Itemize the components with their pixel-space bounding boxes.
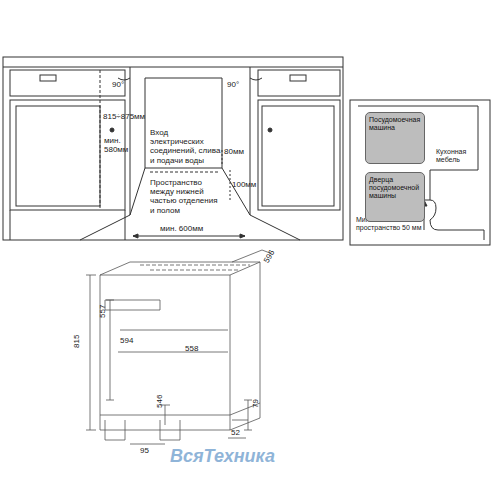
- dimension-label: мин. 600мм: [160, 224, 203, 233]
- dimension-label: 815÷875мм: [103, 112, 145, 121]
- dimension-label: 815: [72, 335, 81, 348]
- dimension-label: 95: [140, 446, 149, 455]
- kitchen-furniture: [358, 106, 484, 240]
- left-cabinet: [10, 70, 125, 240]
- right-cabinet: [258, 70, 340, 210]
- angle-label: 90°: [227, 80, 239, 89]
- watermark: ВсяТехника: [170, 446, 275, 467]
- dishwasher: [86, 250, 270, 444]
- appliance-box: Посудомоечная машина: [365, 112, 425, 164]
- dimension-label: 52: [231, 428, 240, 437]
- dimension-label: мин. 580мм: [104, 136, 134, 154]
- angle-label: 90°: [112, 80, 124, 89]
- dimension-label: 558: [185, 344, 198, 353]
- panel-frame: [350, 100, 490, 245]
- dimension-label: 80мм: [224, 147, 244, 156]
- dimension-label: 100мм: [232, 180, 256, 189]
- note: Пространство между нижней частью отделен…: [150, 178, 222, 215]
- node-text: Посудомоечная машина: [369, 116, 421, 132]
- dimension-label: 79: [251, 399, 260, 408]
- node-text: Дверца посудомоечной машины: [369, 176, 421, 200]
- panel-frame: [3, 57, 343, 240]
- dimension-label: 546: [155, 395, 164, 408]
- dimension-label: 557: [98, 305, 107, 318]
- dimension-label: 594: [120, 336, 133, 345]
- furniture-label: Кухонная мебель: [436, 148, 486, 164]
- niche: [80, 67, 300, 240]
- note: Вход электрических соединений, слива и п…: [150, 128, 222, 165]
- appliance-box: Дверца посудомоечной машины: [365, 172, 425, 222]
